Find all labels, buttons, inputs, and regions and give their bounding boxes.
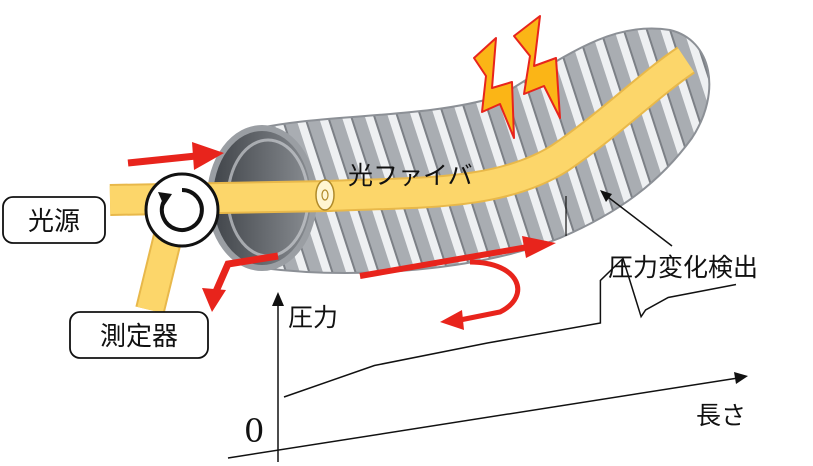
detector-label: 測定器 <box>100 322 178 352</box>
pressure-detect-pointer <box>565 190 673 247</box>
x-axis-arrowhead <box>734 372 748 384</box>
detector-box: 測定器 <box>69 311 209 359</box>
circular-arrow-icon <box>144 172 220 248</box>
light-source-box: 光源 <box>2 196 106 244</box>
fiber-label: 光ファイバ <box>348 161 473 190</box>
fiber-cross-section <box>315 179 335 211</box>
x-axis <box>227 377 739 459</box>
forward-light-arrow <box>359 236 556 279</box>
reflected-light-arrow <box>440 259 521 330</box>
pressure-chart: 圧力 長さ 0 <box>227 257 748 462</box>
pressure-series-line <box>283 257 737 398</box>
y-axis-label: 圧力 <box>288 303 338 332</box>
optical-fiber <box>109 46 696 314</box>
light-source-label: 光源 <box>28 207 80 237</box>
pressure-detect-label: 圧力変化検出 <box>608 253 758 282</box>
lightning-icon <box>473 15 561 139</box>
y-axis-arrowhead <box>272 292 284 306</box>
incoming-light-arrow <box>127 142 224 170</box>
corrugated-hose <box>207 27 711 274</box>
return-light-arrow <box>202 252 279 312</box>
light-flow-arrows <box>127 142 556 330</box>
x-axis-label: 長さ <box>696 401 746 430</box>
origin-label: 0 <box>244 412 264 450</box>
